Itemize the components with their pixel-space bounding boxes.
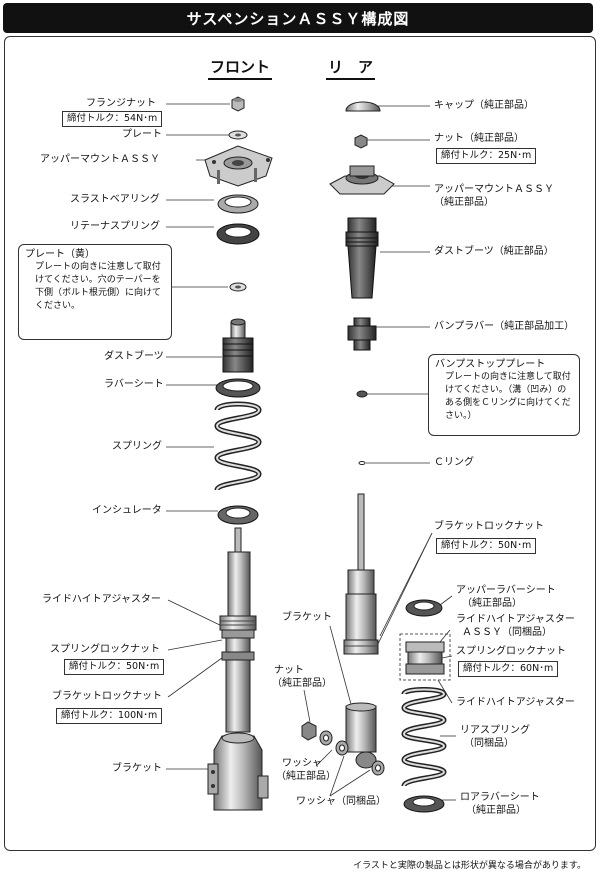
front-insulator-drawing [217, 505, 259, 525]
rear-spring-sub: （同梱品） [464, 738, 514, 749]
diagram-frame [4, 36, 596, 851]
rear-nut-label: ナット（純正部品） [434, 133, 524, 144]
front-plate-note-line: けてください。穴のテーパーを [35, 275, 161, 285]
front-retainer-spring-drawing [216, 223, 260, 245]
rear-adjuster-assy-sub: ＡＳＳＹ（同梱品） [462, 627, 552, 638]
rear-bump-stop-note-body: プレートの向きに注意して取付 けてください。（溝（凹み）の ある側をＣリングに向… [435, 371, 573, 423]
front-plate-note-line: ください。 [35, 301, 81, 311]
front-bracket-lock-nut-label: ブラケットロックナット [52, 691, 162, 702]
rear-adjuster-assy-label: ライドハイトアジャスター [456, 614, 575, 625]
rear-bump-stop-plate-drawing [356, 390, 368, 398]
front-bracket-label: ブラケット [112, 763, 162, 774]
rear-c-ring-label: Ｃリング [434, 457, 474, 468]
front-upper-mount-label: アッパーマウントＡＳＳＹ [40, 154, 160, 165]
front-rubber-sheet-label: ラバーシート [104, 379, 164, 390]
rear-c-ring-drawing [358, 461, 366, 465]
front-plate-note-title: プレート（黄） [25, 249, 95, 260]
rear-bump-rubber-drawing [347, 317, 377, 351]
front-retainer-spring-label: リテーナスプリング [70, 221, 160, 232]
rear-bracket-label: ブラケット [282, 612, 332, 623]
rear-adjuster-assy-box [399, 633, 451, 681]
rear-bump-rubber-label: バンプラバー（純正部品加工） [434, 321, 575, 332]
rear-cap-drawing [345, 101, 381, 112]
front-upper-mount-drawing [204, 145, 273, 187]
rear-bracket-drawing [345, 702, 377, 769]
rear-lower-rubber-sheet-label: ロアラバーシート [460, 792, 540, 803]
rear-dust-boots-drawing [345, 217, 379, 299]
rear-upper-mount-sub: （純正部品） [434, 197, 494, 208]
front-dust-boots-label: ダストブーツ [104, 351, 164, 362]
rear-bracket-lock-nut-torque: 締付トルク：50N･m [436, 538, 537, 554]
rear-upper-rubber-sheet-sub: （純正部品） [462, 598, 522, 609]
rear-upper-mount-drawing [329, 165, 395, 195]
rear-ride-height-adjuster-drawing [405, 641, 445, 675]
front-spring-label: スプリング [112, 441, 162, 452]
front-thrust-bearing-label: スラストベアリング [70, 194, 160, 205]
front-bracket-drawing [207, 732, 269, 811]
front-dust-boots-drawing [222, 318, 254, 373]
rear-spring-label: リアスプリング [460, 725, 530, 736]
rear-bolt-nut-label: ナット [274, 665, 304, 676]
rear-leader-lines [303, 105, 456, 801]
rear-bolt-nut-sub: （純正部品） [272, 678, 332, 689]
rear-upper-rubber-sheet-label: アッパーラバーシート [456, 585, 556, 596]
front-bracket-lock-nut-torque: 締付トルク：100N･m [56, 708, 163, 724]
page-title: サスペンションＡＳＳＹ構成図 [3, 3, 593, 33]
front-spring-lock-nut-label: スプリングロックナット [50, 644, 160, 655]
rear-heading: リ ア [326, 56, 376, 80]
front-flange-nut-torque: 締付トルク：54N･m [62, 111, 163, 127]
front-rubber-sheet-drawing [215, 378, 261, 398]
rear-lower-rubber-sheet-drawing [403, 795, 445, 813]
front-thrust-bearing-drawing [217, 194, 259, 214]
front-plate-note-line: プレートの向きに注意して取付 [35, 262, 161, 272]
disclaimer-footer: イラストと実際の製品とは形状が異なる場合があります。 [353, 861, 586, 871]
rear-washer-label: ワッシャ [282, 758, 322, 769]
front-plate-note-line: 下側（ボルト根元側）に向けて [35, 288, 162, 298]
rear-washer-sub: （純正部品） [276, 771, 336, 782]
rear-upper-rubber-sheet-drawing [405, 599, 443, 617]
rear-dust-boots-label: ダストブーツ（純正部品） [434, 246, 554, 257]
rear-spring-lock-nut-label: スプリングロックナット [456, 646, 566, 657]
front-flange-nut-drawing [231, 96, 245, 112]
rear-nut-washer-drawing [301, 721, 385, 776]
rear-bump-stop-note: バンプストッププレート プレートの向きに注意して取付 けてください。（溝（凹み）… [428, 354, 580, 436]
rear-bump-stop-note-line: さい。） [445, 411, 477, 421]
rear-bump-stop-note-line: ある側をＣリングに向けてくだ [445, 398, 571, 408]
rear-washer-included-label: ワッシャ（同梱品） [296, 796, 386, 807]
front-plate-label: プレート [122, 129, 162, 140]
rear-upper-mount-label: アッパーマウントＡＳＳＹ [434, 184, 554, 195]
rear-nut-torque: 締付トルク：25N･m [436, 148, 537, 164]
front-plate-note: プレート（黄） プレートの向きに注意して取付 けてください。穴のテーパーを 下側… [18, 244, 172, 340]
rear-lower-rubber-sheet-sub: （純正部品） [466, 805, 526, 816]
front-ride-height-adjuster-label: ライドハイトアジャスター [42, 594, 161, 605]
front-spring-lock-nut-torque: 締付トルク：50N･m [64, 659, 165, 675]
front-plate-note-body: プレートの向きに注意して取付 けてください。穴のテーパーを 下側（ボルト根元側）… [25, 261, 165, 313]
rear-bump-stop-note-title: バンプストッププレート [435, 359, 546, 370]
rear-shock-absorber-drawing [343, 493, 379, 655]
rear-spring-lock-nut-torque: 締付トルク：60N･m [458, 661, 559, 677]
rear-bracket-lock-nut-label: ブラケットロックナット [434, 521, 544, 532]
rear-nut-drawing [354, 134, 368, 149]
front-heading: フロント [208, 56, 273, 80]
front-shock-absorber-drawing [219, 527, 257, 733]
front-insulator-label: インシュレータ [92, 505, 162, 516]
rear-bump-stop-note-line: プレートの向きに注意して取付 [445, 372, 571, 382]
rear-ride-height-adjuster-label: ライドハイトアジャスター [456, 697, 575, 708]
front-flange-nut-label: フランジナット [86, 98, 156, 109]
rear-bump-stop-note-line: けてください。（溝（凹み）の [445, 385, 567, 395]
rear-cap-label: キャップ（純正部品） [434, 100, 534, 111]
